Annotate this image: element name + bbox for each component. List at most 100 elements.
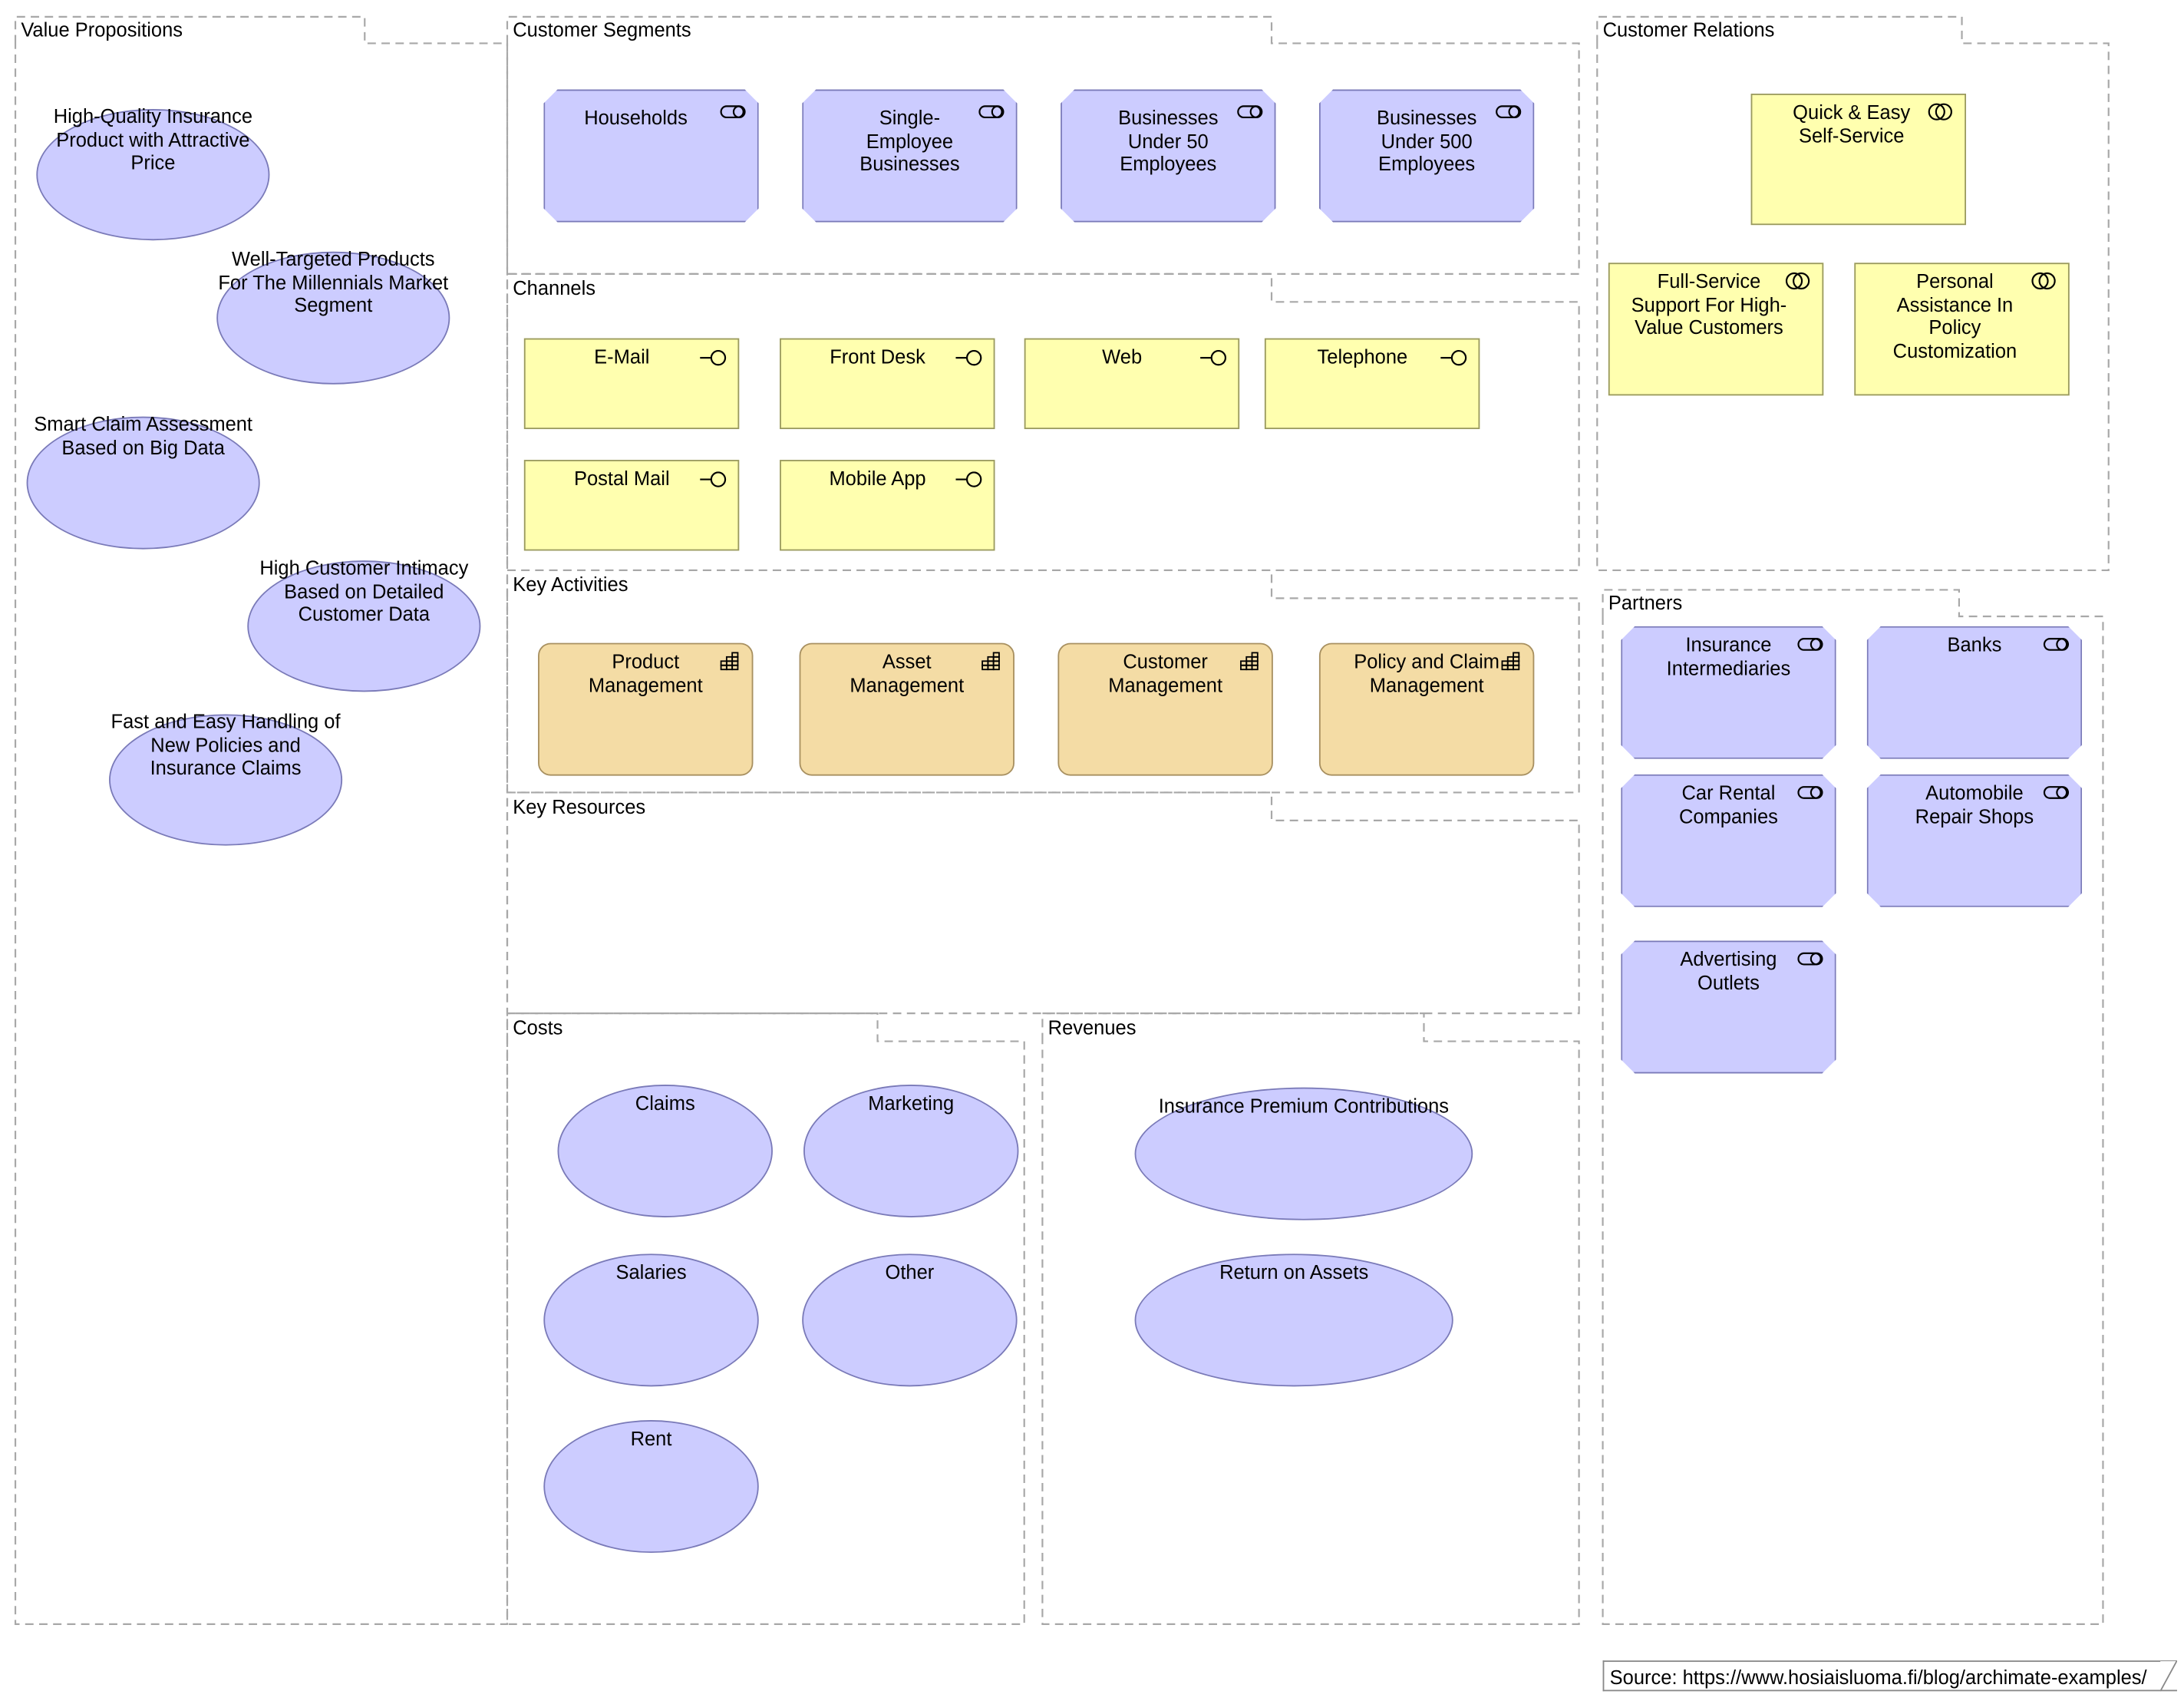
value-proposition[interactable]: High-Quality Insurance Product with Attr… bbox=[36, 105, 270, 241]
note-fold-corner bbox=[2160, 1660, 2177, 1692]
customer-relation[interactable]: Personal Assistance In Policy Customizat… bbox=[1854, 263, 2070, 396]
partner-label: Advertising Outlets bbox=[1680, 947, 1777, 993]
cost-item-label: Other bbox=[885, 1260, 935, 1283]
key-activity-label: Product Management bbox=[588, 649, 703, 695]
partner[interactable]: Advertising Outlets bbox=[1621, 940, 1836, 1073]
customer-relation-label: Personal Assistance In Policy Customizat… bbox=[1892, 269, 2017, 362]
revenue-item-label: Return on Assets bbox=[1219, 1260, 1369, 1283]
cost-item[interactable]: Salaries bbox=[543, 1253, 759, 1387]
cost-item[interactable]: Rent bbox=[543, 1420, 759, 1554]
cost-item-label: Marketing bbox=[868, 1092, 955, 1115]
key-activity[interactable]: Policy and Claim Management bbox=[1318, 642, 1535, 776]
partner[interactable]: Banks bbox=[1867, 626, 2082, 759]
role-icon bbox=[1796, 949, 1826, 968]
key-activity[interactable]: Asset Management bbox=[799, 642, 1014, 776]
cost-item[interactable]: Marketing bbox=[803, 1085, 1019, 1218]
group-frame-costs bbox=[506, 1012, 1025, 1625]
customer-segment[interactable]: Single-Employee Businesses bbox=[802, 90, 1017, 223]
interface-icon bbox=[1200, 349, 1227, 366]
channel[interactable]: Telephone bbox=[1264, 338, 1480, 430]
revenue-item-label: Insurance Premium Contributions bbox=[1158, 1094, 1450, 1117]
customer-segment[interactable]: Households bbox=[543, 90, 758, 223]
role-icon bbox=[977, 102, 1008, 121]
channel[interactable]: Web bbox=[1024, 338, 1240, 430]
value-proposition[interactable]: Fast and Easy Handling of New Policies a… bbox=[109, 710, 343, 846]
customer-segment-label: Businesses Under 50 Employees bbox=[1118, 106, 1219, 175]
function-icon bbox=[720, 652, 739, 671]
group-label-key-resources: Key Resources bbox=[513, 795, 646, 818]
group-frame-value-propositions bbox=[14, 15, 509, 1625]
revenue-item[interactable]: Return on Assets bbox=[1134, 1253, 1453, 1387]
key-activity[interactable]: Product Management bbox=[538, 642, 754, 776]
group-frame-key-activities bbox=[506, 569, 1580, 794]
source-note: Source: https://www.hosiaisluoma.fi/blog… bbox=[1602, 1660, 2177, 1692]
value-proposition-label: Fast and Easy Handling of New Policies a… bbox=[111, 710, 341, 779]
function-icon bbox=[981, 652, 1000, 671]
revenue-item[interactable]: Insurance Premium Contributions bbox=[1134, 1087, 1473, 1220]
channel[interactable]: E-Mail bbox=[523, 338, 740, 430]
key-activity-label: Customer Management bbox=[1108, 649, 1223, 695]
value-proposition-label: Well-Targeted Products For The Millennia… bbox=[218, 247, 449, 316]
partner-label: Automobile Repair Shops bbox=[1915, 781, 2034, 827]
value-proposition-label: High-Quality Insurance Product with Attr… bbox=[53, 104, 253, 173]
customer-relation[interactable]: Full-Service Support For High-Value Cust… bbox=[1608, 263, 1824, 396]
service-icon bbox=[1785, 272, 1810, 290]
cost-item-label: Rent bbox=[630, 1427, 672, 1450]
value-proposition-label: High Customer Intimacy Based on Detailed… bbox=[259, 556, 469, 625]
group-frame-key-resources bbox=[506, 791, 1580, 1015]
role-icon bbox=[1796, 635, 1826, 654]
partner[interactable]: Car Rental Companies bbox=[1621, 775, 1836, 907]
cost-item[interactable]: Claims bbox=[557, 1085, 773, 1218]
partner-label: Banks bbox=[1947, 633, 2002, 656]
group-label-costs: Costs bbox=[513, 1016, 563, 1039]
group-label-revenues: Revenues bbox=[1047, 1016, 1137, 1039]
service-icon bbox=[1928, 103, 1952, 121]
group-label-value-propositions: Value Propositions bbox=[21, 18, 183, 41]
role-icon bbox=[2041, 783, 2072, 802]
channel-label: Mobile App bbox=[829, 467, 926, 490]
value-proposition[interactable]: High Customer Intimacy Based on Detailed… bbox=[247, 556, 481, 692]
group-label-customer-segments: Customer Segments bbox=[513, 18, 691, 41]
function-icon bbox=[1501, 652, 1520, 671]
group-frame-customer-relations bbox=[1596, 15, 2110, 572]
channel[interactable]: Front Desk bbox=[780, 338, 995, 430]
channel-label: Front Desk bbox=[830, 345, 925, 368]
interface-icon bbox=[955, 349, 982, 366]
interface-icon bbox=[700, 349, 727, 366]
function-icon bbox=[1240, 652, 1259, 671]
group-frame-revenues bbox=[1041, 1012, 1580, 1625]
group-frame-customer-segments bbox=[506, 15, 1580, 275]
customer-segment[interactable]: Businesses Under 500 Employees bbox=[1319, 90, 1534, 223]
key-activity-label: Policy and Claim Management bbox=[1354, 649, 1500, 695]
partner[interactable]: Automobile Repair Shops bbox=[1867, 775, 2082, 907]
customer-segment-label: Businesses Under 500 Employees bbox=[1376, 106, 1477, 175]
partner-label: Insurance Intermediaries bbox=[1666, 633, 1791, 679]
partner[interactable]: Insurance Intermediaries bbox=[1621, 626, 1836, 759]
customer-relation-label: Quick & Easy Self-Service bbox=[1793, 101, 1911, 147]
role-icon bbox=[1494, 102, 1525, 121]
group-label-customer-relations: Customer Relations bbox=[1602, 18, 1775, 41]
customer-segment-label: Households bbox=[584, 106, 688, 129]
customer-relation[interactable]: Quick & Easy Self-Service bbox=[1750, 94, 1967, 226]
key-activity-label: Asset Management bbox=[850, 649, 965, 695]
role-icon bbox=[1796, 783, 1826, 802]
customer-segment[interactable]: Businesses Under 50 Employees bbox=[1061, 90, 1275, 223]
interface-icon bbox=[700, 471, 727, 487]
channel-label: Telephone bbox=[1317, 345, 1408, 368]
role-icon bbox=[2041, 635, 2072, 654]
group-label-partners: Partners bbox=[1608, 591, 1683, 614]
value-proposition[interactable]: Well-Targeted Products For The Millennia… bbox=[216, 247, 450, 385]
cost-item-label: Claims bbox=[635, 1092, 695, 1115]
cost-item-label: Salaries bbox=[615, 1260, 687, 1283]
channel-label: Postal Mail bbox=[573, 467, 670, 490]
channel-label: Web bbox=[1102, 345, 1143, 368]
channel[interactable]: Mobile App bbox=[780, 460, 995, 551]
partner-label: Car Rental Companies bbox=[1678, 781, 1778, 827]
channel[interactable]: Postal Mail bbox=[523, 460, 740, 551]
role-icon bbox=[1236, 102, 1266, 121]
value-proposition[interactable]: Smart Claim Assessment Based on Big Data bbox=[26, 412, 260, 550]
key-activity[interactable]: Customer Management bbox=[1057, 642, 1273, 776]
cost-item[interactable]: Other bbox=[802, 1253, 1018, 1387]
